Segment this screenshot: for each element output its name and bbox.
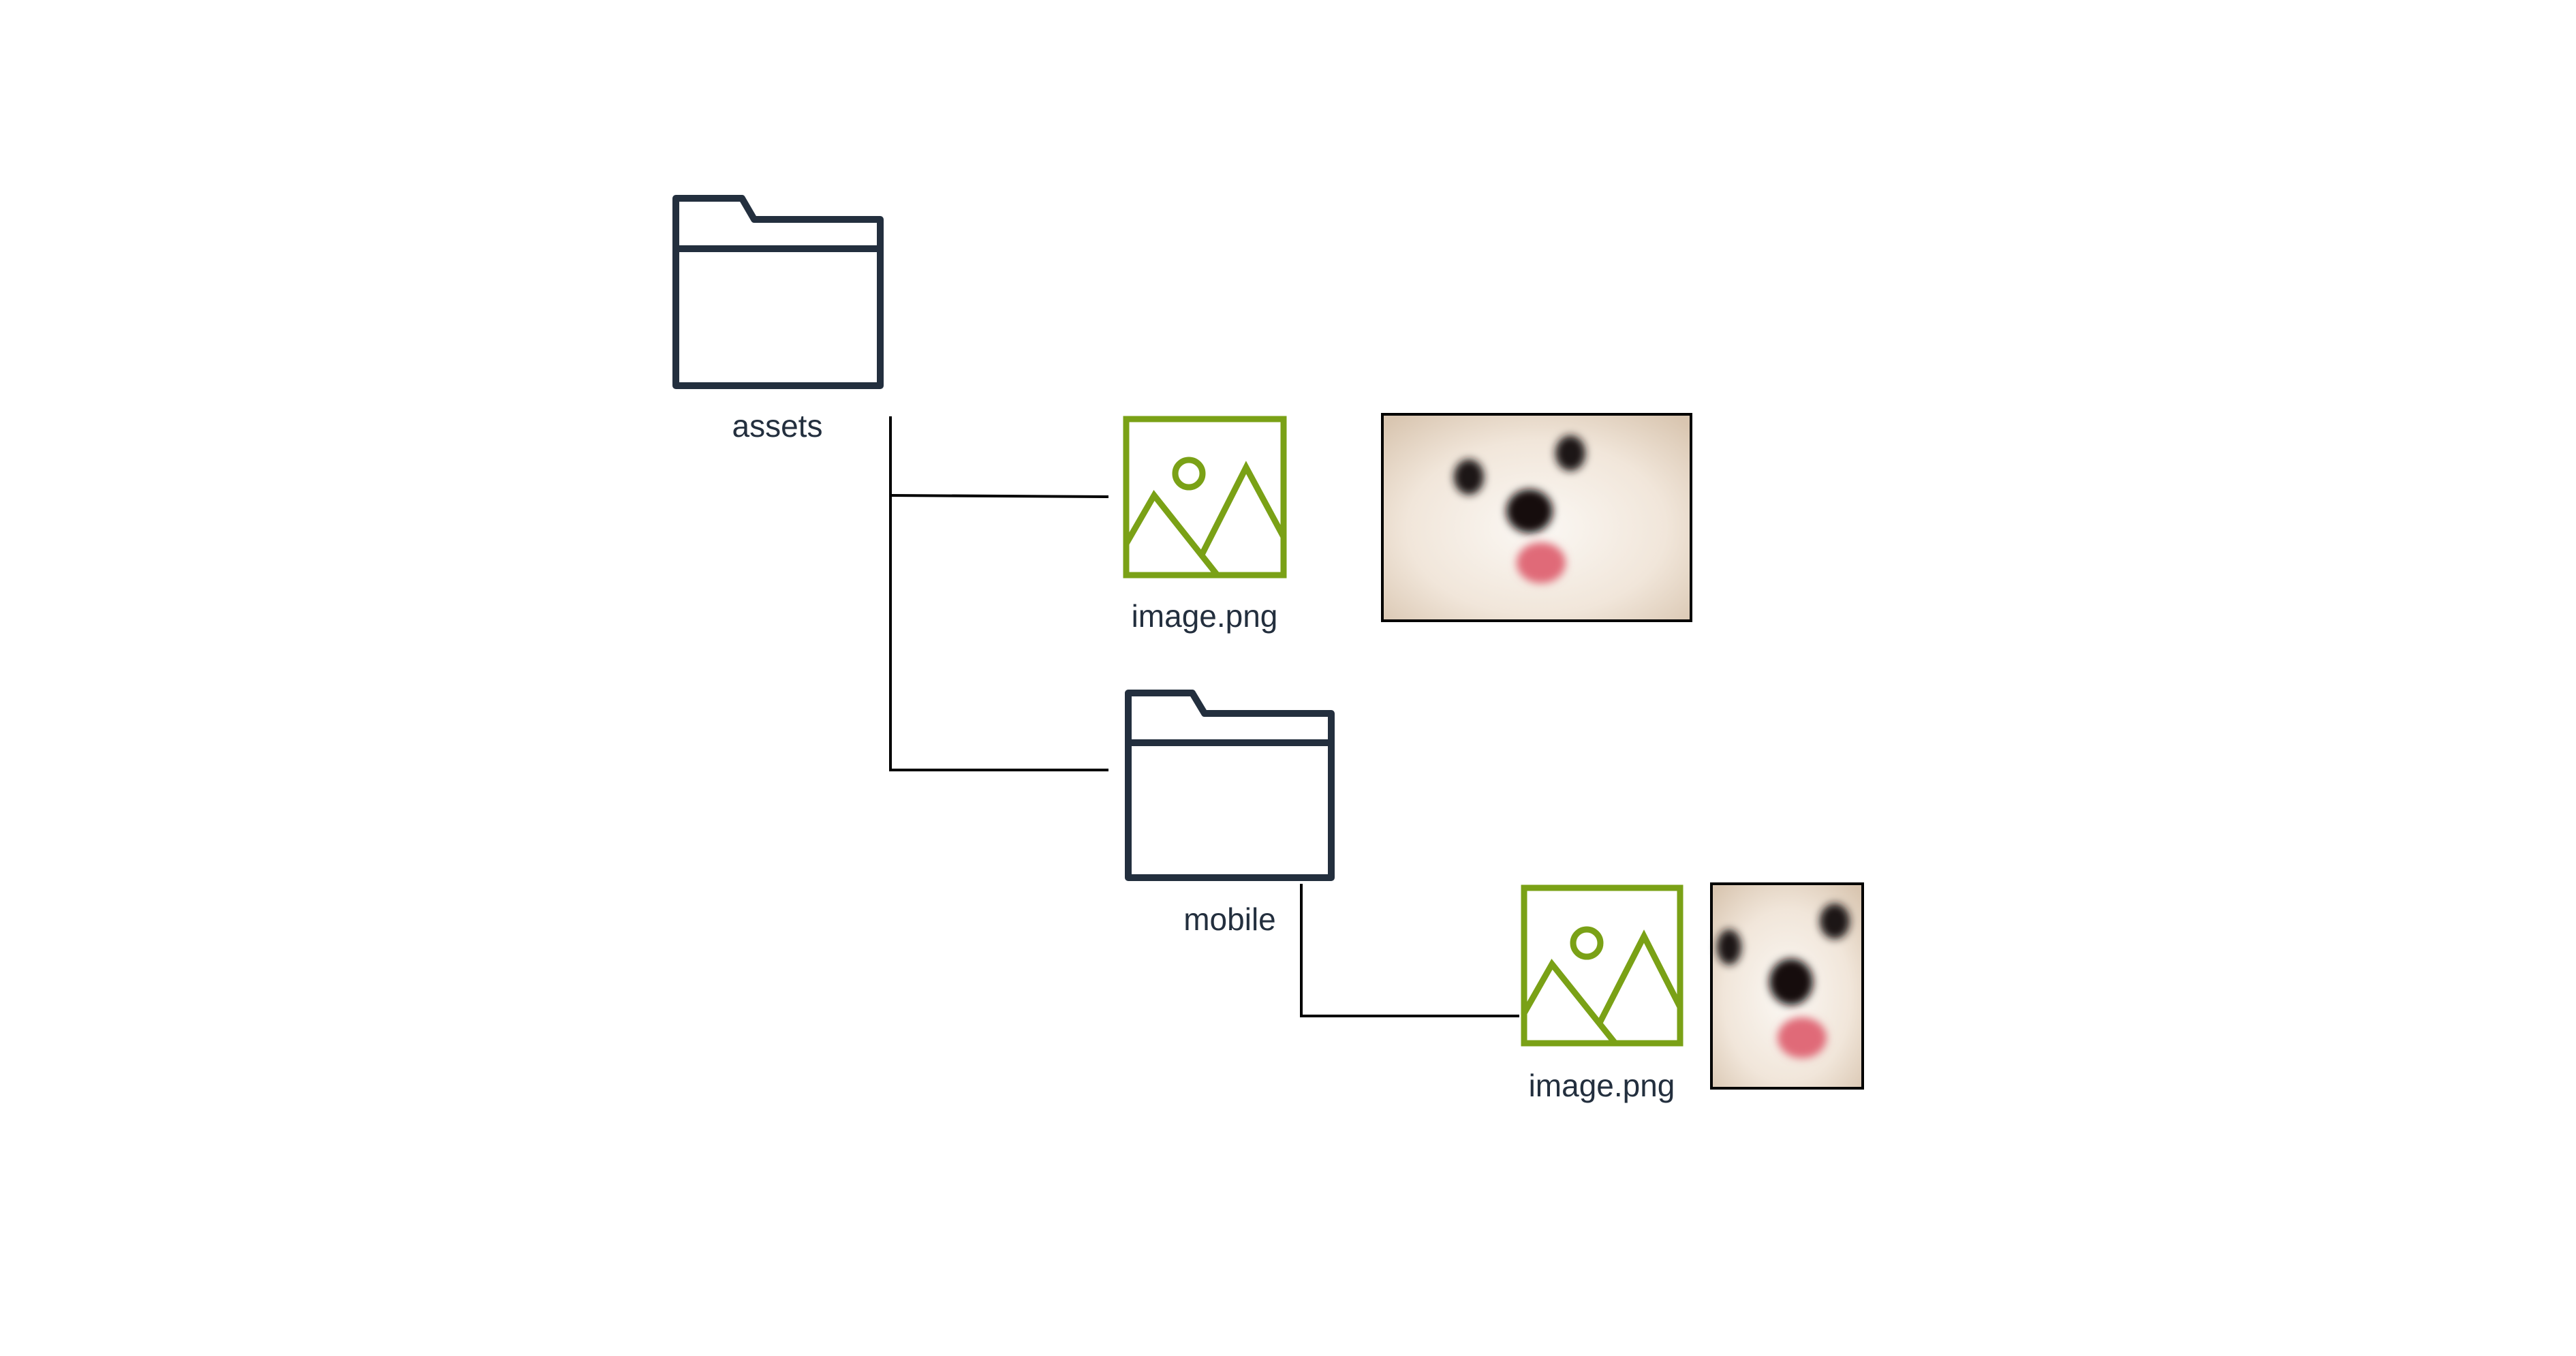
image-icon[interactable] — [1123, 416, 1287, 579]
connector-mobile-image — [1300, 884, 1519, 1017]
dog-photo-landscape[interactable] — [1381, 413, 1692, 622]
connector-assets-image — [890, 494, 1109, 498]
folder-label-assets: assets — [732, 408, 823, 444]
folder-label-mobile: mobile — [1183, 902, 1276, 937]
image-icon[interactable] — [1521, 884, 1683, 1047]
connectors — [889, 416, 1519, 1017]
dog-photo-portrait[interactable] — [1710, 882, 1864, 1090]
connector-assets-children — [889, 416, 1108, 771]
image-label: image.png — [1131, 598, 1278, 634]
image-label: image.png — [1528, 1068, 1675, 1103]
folder-icon[interactable] — [1125, 690, 1335, 881]
folder-icon[interactable] — [672, 195, 884, 389]
